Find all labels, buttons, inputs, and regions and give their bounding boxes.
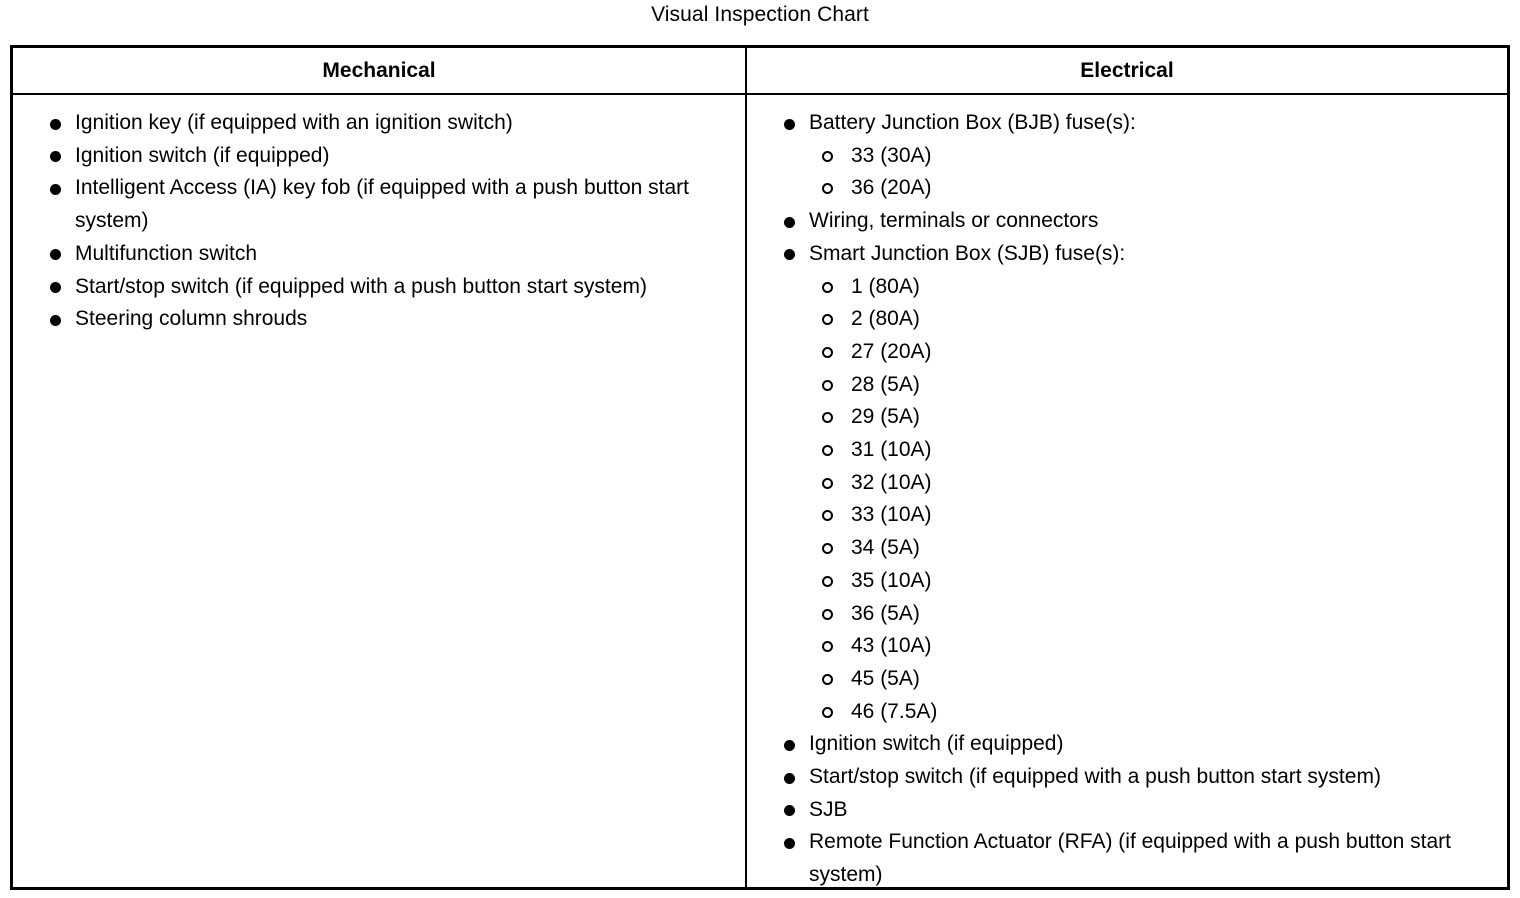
circle-bullet-icon — [822, 314, 833, 326]
sub-list-item-label: 46 (7.5A) — [851, 699, 938, 723]
sub-list-item-label: 35 (10A) — [851, 568, 932, 592]
list-item: Start/stop switch (if equipped with a pu… — [27, 271, 731, 304]
sub-list-item-label: 32 (10A) — [851, 470, 932, 494]
column-header-mechanical: Mechanical — [13, 48, 747, 93]
sub-list-item: 28 (5A) — [809, 369, 1493, 402]
list-item-label: Ignition switch (if equipped) — [809, 732, 1064, 756]
circle-bullet-icon — [822, 477, 833, 489]
circle-bullet-icon — [822, 379, 833, 391]
sub-list-item-label: 33 (30A) — [851, 143, 932, 167]
disc-bullet-icon — [784, 772, 795, 784]
sub-list-item: 43 (10A) — [809, 630, 1493, 663]
circle-bullet-icon — [822, 575, 833, 587]
electrical-list: Battery Junction Box (BJB) fuse(s): 33 (3… — [761, 107, 1493, 892]
sub-list-item: 35 (10A) — [809, 565, 1493, 598]
list-item: Battery Junction Box (BJB) fuse(s): 33 (3… — [761, 107, 1493, 205]
disc-bullet-icon — [784, 739, 795, 751]
sub-list-item: 2 (80A) — [809, 303, 1493, 336]
sub-list-item: 36 (20A) — [809, 172, 1493, 205]
list-item-label: Smart Junction Box (SJB) fuse(s): — [809, 241, 1126, 265]
disc-bullet-icon — [50, 118, 61, 130]
sub-list-item: 34 (5A) — [809, 532, 1493, 565]
sub-list-item: 46 (7.5A) — [809, 696, 1493, 729]
sub-list: 33 (30A) 36 (20A) — [809, 140, 1493, 205]
circle-bullet-icon — [822, 608, 833, 620]
list-item: Multifunction switch — [27, 238, 731, 271]
circle-bullet-icon — [822, 183, 833, 195]
list-item-label: Multifunction switch — [75, 241, 258, 265]
mechanical-list: Ignition key (if equipped with an igniti… — [27, 107, 731, 336]
circle-bullet-icon — [822, 445, 833, 457]
column-header-electrical: Electrical — [1080, 58, 1174, 82]
sub-list-item: 1 (80A) — [809, 271, 1493, 304]
list-item-label: SJB — [809, 797, 848, 821]
disc-bullet-icon — [784, 249, 795, 261]
sub-list-item: 32 (10A) — [809, 467, 1493, 500]
sub-list-item: 36 (5A) — [809, 598, 1493, 631]
list-item: Ignition key (if equipped with an igniti… — [27, 107, 731, 140]
sub-list-item-label: 29 (5A) — [851, 405, 920, 429]
disc-bullet-icon — [50, 183, 61, 195]
sub-list-item-label: 36 (20A) — [851, 176, 932, 200]
circle-bullet-icon — [822, 641, 833, 653]
circle-bullet-icon — [822, 673, 833, 685]
circle-bullet-icon — [822, 412, 833, 424]
list-item-label: Ignition key (if equipped with an igniti… — [75, 111, 513, 134]
sub-list: 1 (80A) 2 (80A) 27 (20A) 28 (5A) 29 (5A) 31 (… — [809, 271, 1493, 729]
cell-electrical: Battery Junction Box (BJB) fuse(s): 33 (3… — [747, 95, 1507, 887]
list-item: Remote Function Actuator (RFA) (if equip… — [761, 826, 1493, 891]
circle-bullet-icon — [822, 543, 833, 555]
page-title: Visual Inspection Chart — [651, 3, 869, 26]
list-item: Steering column shrouds — [27, 303, 731, 336]
disc-bullet-icon — [50, 282, 61, 294]
list-item-label: Steering column shrouds — [75, 307, 308, 331]
sub-list-item: 45 (5A) — [809, 663, 1493, 696]
list-item: Intelligent Access (IA) key fob (if equi… — [27, 172, 731, 237]
list-item-label: Intelligent Access (IA) key fob (if equi… — [75, 176, 690, 233]
circle-bullet-icon — [822, 281, 833, 293]
disc-bullet-icon — [784, 118, 795, 130]
disc-bullet-icon — [50, 314, 61, 326]
sub-list-item: 29 (5A) — [809, 401, 1493, 434]
circle-bullet-icon — [822, 150, 833, 162]
sub-list-item-label: 2 (80A) — [851, 307, 920, 331]
sub-list-item-label: 43 (10A) — [851, 634, 932, 658]
list-item-label: Start/stop switch (if equipped with a pu… — [809, 765, 1381, 789]
disc-bullet-icon — [784, 805, 795, 817]
inspection-table: Mechanical Electrical Ignition key (if e… — [10, 45, 1510, 890]
disc-bullet-icon — [784, 837, 795, 849]
sub-list-item-label: 28 (5A) — [851, 372, 920, 396]
table-body-row: Ignition key (if equipped with an igniti… — [13, 95, 1507, 887]
list-item: Wiring, terminals or connectors — [761, 205, 1493, 238]
disc-bullet-icon — [50, 151, 61, 163]
circle-bullet-icon — [822, 510, 833, 522]
sub-list-item: 31 (10A) — [809, 434, 1493, 467]
sub-list-item-label: 34 (5A) — [851, 536, 920, 560]
sub-list-item-label: 27 (20A) — [851, 339, 932, 363]
sub-list-item-label: 31 (10A) — [851, 438, 932, 462]
sub-list-item-label: 1 (80A) — [851, 274, 920, 298]
list-item-label: Wiring, terminals or connectors — [809, 209, 1099, 233]
list-item: Ignition switch (if equipped) — [761, 728, 1493, 761]
table-header-row: Mechanical Electrical — [13, 48, 1507, 95]
list-item: Smart Junction Box (SJB) fuse(s): 1 (80A)… — [761, 238, 1493, 729]
list-item-label: Battery Junction Box (BJB) fuse(s): — [809, 111, 1136, 134]
sub-list-item: 33 (10A) — [809, 499, 1493, 532]
list-item-label: Remote Function Actuator (RFA) (if equip… — [809, 830, 1451, 887]
sub-list-item-label: 36 (5A) — [851, 601, 920, 625]
disc-bullet-icon — [50, 249, 61, 261]
list-item-label: Ignition switch (if equipped) — [75, 143, 330, 167]
circle-bullet-icon — [822, 706, 833, 718]
cell-mechanical: Ignition key (if equipped with an igniti… — [13, 95, 747, 887]
sub-list-item: 33 (30A) — [809, 140, 1493, 173]
list-item: SJB — [761, 794, 1493, 827]
disc-bullet-icon — [784, 216, 795, 228]
list-item: Ignition switch (if equipped) — [27, 140, 731, 173]
sub-list-item-label: 45 (5A) — [851, 666, 920, 690]
list-item-label: Start/stop switch (if equipped with a pu… — [75, 274, 647, 298]
list-item: Start/stop switch (if equipped with a pu… — [761, 761, 1493, 794]
sub-list-item: 27 (20A) — [809, 336, 1493, 369]
circle-bullet-icon — [822, 346, 833, 358]
sub-list-item-label: 33 (10A) — [851, 503, 932, 527]
